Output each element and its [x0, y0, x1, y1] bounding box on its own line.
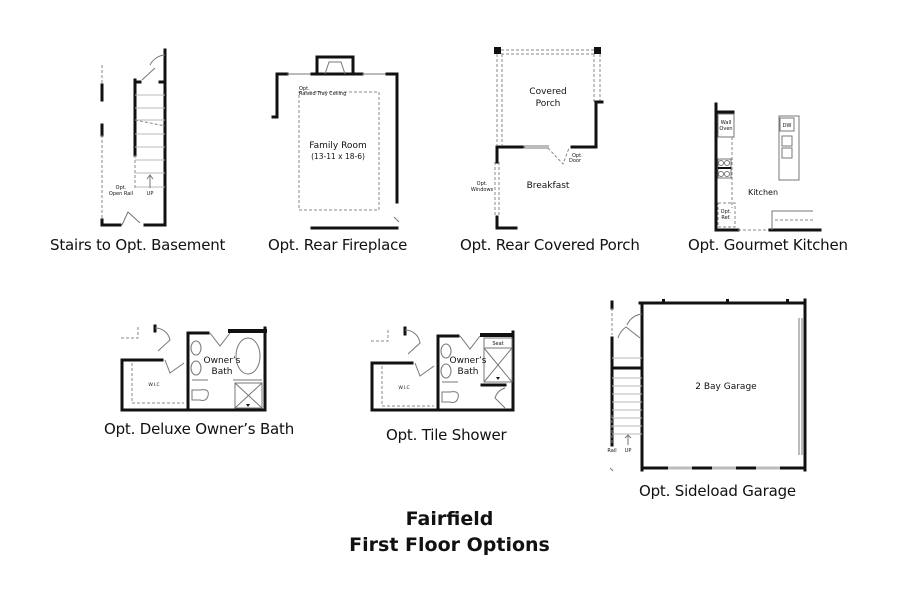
windows-label: Windows — [471, 187, 494, 193]
covered-porch-label-2: Porch — [536, 99, 561, 109]
up-label: UP — [147, 191, 154, 197]
plan-rear-fireplace: Opt. Raised Tray Ceiling Family Room (13… — [271, 52, 407, 232]
opt-label: Opt. — [572, 153, 583, 159]
wic-label: W.I.C — [398, 385, 409, 391]
wic-label: W.I.C — [148, 382, 159, 388]
caption-gourmet-kitchen: Opt. Gourmet Kitchen — [688, 236, 848, 254]
plan-deluxe-owners-bath: W.I.C Owner’s Bath — [110, 318, 270, 413]
plan-gourmet-kitchen: Wall Oven DW Kitchen Opt. Ref. — [705, 98, 830, 233]
covered-porch-label: Covered — [529, 87, 566, 97]
owners-bath-label: Owner’s — [450, 356, 487, 366]
plan-sideload-garage: Rail UP 2 Bay Garage — [600, 290, 815, 475]
caption-stairs-to-basement: Stairs to Opt. Basement — [50, 236, 226, 254]
open-rail-label: Open Rail — [109, 191, 133, 197]
tile-shower-floorplan-drawing: W.I.C Seat Owner’s Bath — [370, 326, 515, 412]
seat-label: Seat — [492, 341, 503, 347]
garage-floorplan-drawing: Rail UP 2 Bay Garage — [607, 298, 807, 472]
page-title-line-1: Fairfield — [405, 508, 494, 530]
caption-sideload-garage: Opt. Sideload Garage — [639, 482, 796, 500]
plan-tile-shower: W.I.C Seat Owner’s Bath — [360, 318, 520, 413]
owners-bath-label-2: Bath — [458, 367, 479, 377]
dishwasher-label: DW — [783, 123, 792, 129]
refrigerator-label: Ref. — [721, 215, 731, 221]
wall-oven-label-2: Oven — [719, 126, 732, 132]
plan-rear-covered-porch: Covered Porch Opt. Door Opt. Windows Bre… — [466, 42, 616, 232]
breakfast-label: Breakfast — [527, 181, 570, 191]
opt-label: Opt. — [116, 185, 127, 191]
rail-label: Rail — [607, 448, 616, 454]
door-label: Door — [569, 158, 582, 164]
caption-rear-fireplace: Opt. Rear Fireplace — [268, 236, 408, 254]
page-title-line-2: First Floor Options — [349, 534, 550, 556]
opt-label: Opt. — [477, 181, 488, 187]
owners-bath-label: Owner’s — [204, 356, 241, 366]
fireplace-floorplan-drawing: Opt. Raised Tray Ceiling Family Room (13… — [271, 55, 400, 230]
stairs-floorplan-drawing: Opt. Open Rail UP — [100, 48, 167, 227]
wall-oven-label: Wall — [721, 120, 731, 126]
opt-label: Opt. — [721, 209, 732, 215]
caption-tile-shower: Opt. Tile Shower — [386, 426, 507, 444]
caption-rear-covered-porch: Opt. Rear Covered Porch — [460, 236, 640, 254]
up-label: UP — [625, 448, 632, 454]
family-room-dims: (13-11 x 18-6) — [311, 152, 365, 161]
kitchen-floorplan-drawing: Wall Oven DW Kitchen Opt. Ref. — [714, 102, 822, 232]
family-room-label: Family Room — [309, 141, 366, 151]
owners-bath-label-2: Bath — [212, 367, 233, 377]
two-bay-garage-label: 2 Bay Garage — [695, 382, 757, 392]
opt-label: Opt. — [299, 86, 310, 92]
kitchen-label: Kitchen — [748, 188, 778, 197]
porch-floorplan-drawing: Covered Porch Opt. Door Opt. Windows Bre… — [471, 47, 604, 230]
raised-tray-ceiling-label: Raised Tray Ceiling — [299, 91, 346, 97]
caption-deluxe-owners-bath: Opt. Deluxe Owner’s Bath — [104, 420, 295, 438]
plan-stairs-to-basement: Opt. Open Rail UP — [90, 40, 200, 230]
deluxe-bath-floorplan-drawing: W.I.C Owner’s Bath — [120, 324, 267, 412]
